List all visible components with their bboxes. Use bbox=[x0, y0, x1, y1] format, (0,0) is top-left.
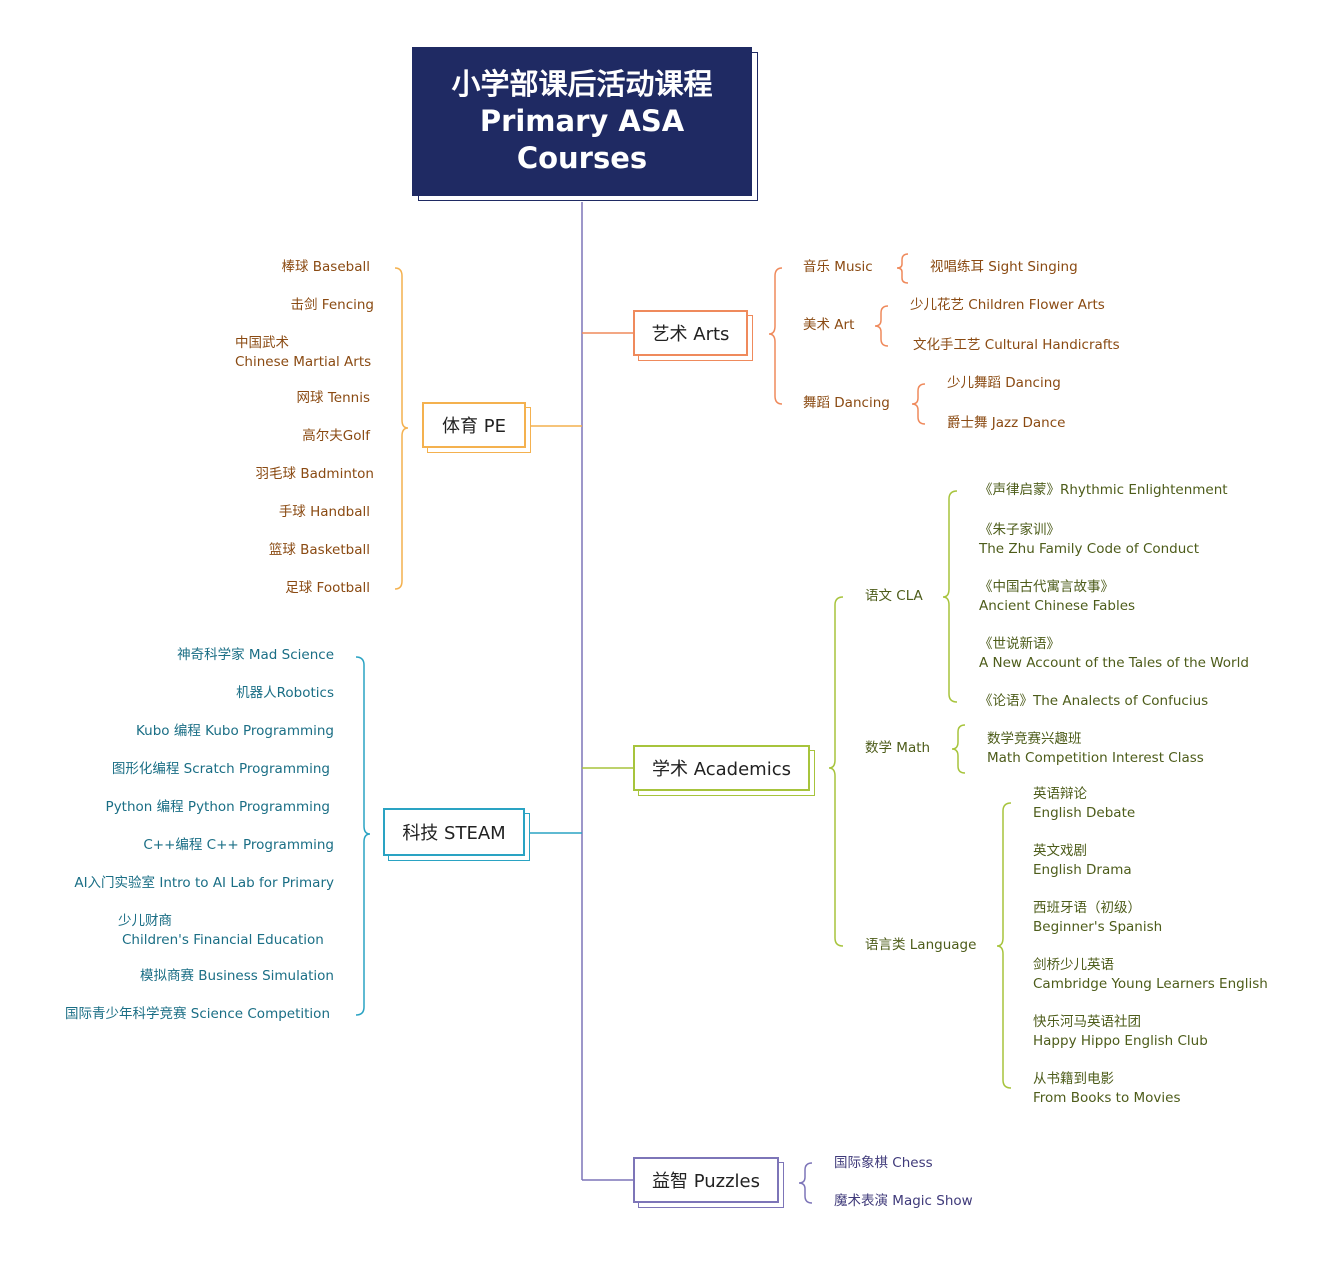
language-item-drama-en: English Drama bbox=[1033, 862, 1132, 878]
root-title-node: 小学部课后活动课程 Primary ASA Courses bbox=[412, 47, 752, 196]
puzzles-brace bbox=[798, 1162, 813, 1204]
branch-steam[interactable]: 科技 STEAM bbox=[383, 808, 525, 856]
cla-item-zhu-cn: 《朱子家训》 bbox=[979, 522, 1060, 538]
academics-brace bbox=[828, 596, 844, 947]
math-item-en: Math Competition Interest Class bbox=[987, 750, 1204, 766]
cla-item-fables-cn: 《中国古代寓言故事》 bbox=[979, 579, 1114, 595]
branch-arts-label: 艺术 Arts bbox=[651, 324, 730, 345]
steam-item-ai-lab: AI入门实验室 Intro to AI Lab for Primary bbox=[74, 875, 334, 891]
cla-item-analects: 《论语》The Analects of Confucius bbox=[979, 693, 1209, 709]
branch-steam-label: 科技 STEAM bbox=[402, 823, 506, 844]
branch-pe[interactable]: 体育 PE bbox=[422, 402, 526, 448]
cla-brace bbox=[942, 490, 958, 703]
language-item-movies-en: From Books to Movies bbox=[1033, 1090, 1181, 1106]
branch-puzzles[interactable]: 益智 Puzzles bbox=[633, 1157, 779, 1203]
steam-item-scratch: 图形化编程 Scratch Programming bbox=[111, 761, 330, 777]
pe-item-tennis: 网球 Tennis bbox=[296, 390, 370, 406]
pe-item-baseball: 棒球 Baseball bbox=[281, 259, 370, 275]
language-item-hippo-en: Happy Hippo English Club bbox=[1033, 1033, 1208, 1049]
music-brace bbox=[896, 253, 909, 284]
steam-item-finance-en: Children's Financial Education bbox=[122, 932, 324, 948]
branch-puzzles-label: 益智 Puzzles bbox=[651, 1171, 761, 1192]
pe-item-martial-arts-en: Chinese Martial Arts bbox=[235, 354, 372, 370]
language-item-debate-cn: 英语辩论 bbox=[1033, 786, 1087, 802]
language-item-debate-en: English Debate bbox=[1033, 805, 1136, 821]
language-brace bbox=[996, 802, 1012, 1089]
pe-brace bbox=[394, 267, 409, 590]
art-brace bbox=[874, 305, 889, 347]
pe-item-martial-arts-cn: 中国武术 bbox=[235, 335, 289, 351]
steam-item-business-sim: 模拟商赛 Business Simulation bbox=[139, 968, 334, 984]
pe-item-handball: 手球 Handball bbox=[278, 504, 370, 520]
language-item-spanish-cn: 西班牙语（初级） bbox=[1033, 900, 1141, 916]
language-item-movies-cn: 从书籍到电影 bbox=[1033, 1071, 1114, 1087]
branch-arts[interactable]: 艺术 Arts bbox=[633, 310, 748, 356]
arts-music-label: 音乐 Music bbox=[803, 259, 873, 275]
cla-item-shishuo-cn: 《世说新语》 bbox=[979, 636, 1060, 652]
pe-item-fencing: 击剑 Fencing bbox=[290, 297, 374, 313]
root-title-en-line2: Courses bbox=[516, 141, 648, 175]
arts-art-item-1: 文化手工艺 Cultural Handicrafts bbox=[913, 337, 1120, 353]
root-title-cn: 小学部课后活动课程 bbox=[451, 67, 713, 101]
arts-music-item-0: 视唱练耳 Sight Singing bbox=[930, 259, 1078, 275]
pe-item-football: 足球 Football bbox=[285, 580, 370, 596]
arts-dancing-item-0: 少儿舞蹈 Dancing bbox=[947, 375, 1061, 391]
branch-academics[interactable]: 学术 Academics bbox=[633, 745, 810, 791]
steam-item-mad-science: 神奇科学家 Mad Science bbox=[177, 647, 334, 663]
language-item-drama-cn: 英文戏剧 bbox=[1033, 843, 1087, 859]
cla-item-fables-en: Ancient Chinese Fables bbox=[979, 598, 1136, 614]
puzzles-item-magic: 魔术表演 Magic Show bbox=[834, 1193, 973, 1209]
math-item-cn: 数学竞赛兴趣班 bbox=[987, 731, 1082, 747]
steam-item-finance-cn: 少儿财商 bbox=[118, 913, 172, 929]
academics-math-label: 数学 Math bbox=[865, 740, 931, 756]
pe-item-basketball: 篮球 Basketball bbox=[268, 542, 370, 558]
arts-dancing-label: 舞蹈 Dancing bbox=[803, 395, 890, 411]
steam-item-cpp: C++编程 C++ Programming bbox=[143, 837, 334, 853]
arts-brace bbox=[768, 267, 783, 405]
puzzles-item-chess: 国际象棋 Chess bbox=[834, 1155, 933, 1171]
steam-item-kubo: Kubo 编程 Kubo Programming bbox=[136, 723, 334, 739]
academics-cla-label: 语文 CLA bbox=[865, 588, 923, 604]
arts-art-label: 美术 Art bbox=[803, 317, 855, 333]
steam-item-python: Python 编程 Python Programming bbox=[105, 799, 330, 815]
pe-item-badminton: 羽毛球 Badminton bbox=[255, 466, 374, 482]
language-item-cambridge-en: Cambridge Young Learners English bbox=[1033, 976, 1268, 992]
steam-brace bbox=[355, 656, 371, 1016]
cla-item-shishuo-en: A New Account of the Tales of the World bbox=[979, 655, 1249, 671]
math-brace bbox=[951, 724, 966, 774]
branch-pe-label: 体育 PE bbox=[442, 416, 506, 437]
dancing-brace bbox=[911, 383, 926, 425]
cla-item-rhythmic: 《声律启蒙》Rhythmic Enlightenment bbox=[979, 482, 1228, 498]
academics-language-label: 语言类 Language bbox=[865, 937, 977, 953]
cla-item-zhu-en: The Zhu Family Code of Conduct bbox=[979, 541, 1200, 557]
arts-dancing-item-1: 爵士舞 Jazz Dance bbox=[947, 415, 1066, 431]
root-title-en-line1: Primary ASA bbox=[479, 104, 685, 138]
steam-item-robotics: 机器人Robotics bbox=[236, 685, 334, 701]
language-item-hippo-cn: 快乐河马英语社团 bbox=[1033, 1014, 1141, 1030]
arts-art-item-0: 少儿花艺 Children Flower Arts bbox=[910, 297, 1105, 313]
steam-item-science-comp: 国际青少年科学竞赛 Science Competition bbox=[64, 1006, 330, 1022]
language-item-cambridge-cn: 剑桥少儿英语 bbox=[1033, 957, 1114, 973]
pe-item-golf: 高尔夫Golf bbox=[302, 428, 370, 444]
language-item-spanish-en: Beginner's Spanish bbox=[1033, 919, 1163, 935]
branch-academics-label: 学术 Academics bbox=[652, 759, 791, 780]
